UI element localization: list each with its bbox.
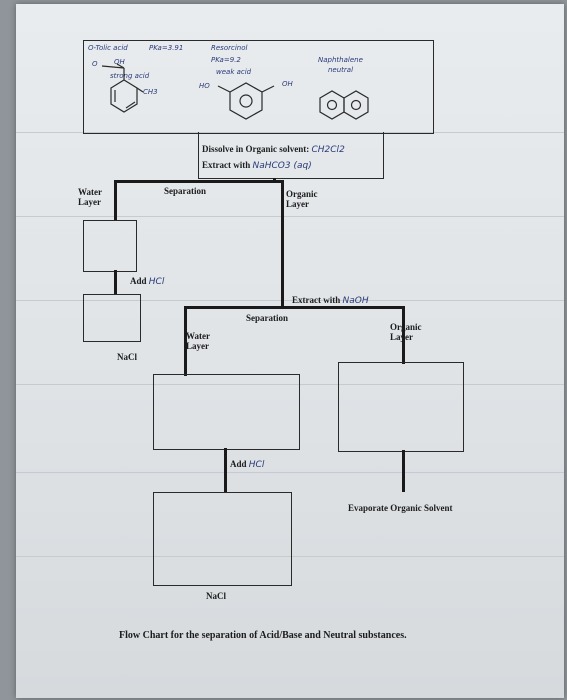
add1-step: Add HCl <box>130 276 164 287</box>
acid2-ho: HO <box>199 82 210 90</box>
acid1-o: O <box>92 60 98 68</box>
neutral-note: neutral <box>328 66 354 74</box>
extract1-label: Extract with <box>202 160 251 170</box>
extract2-label: Extract with <box>292 295 341 305</box>
connector <box>281 180 284 220</box>
separation2-label: Separation <box>246 313 289 323</box>
acid1-note: strong acid <box>110 72 150 80</box>
acid2-oh: OH <box>282 80 293 88</box>
add2-label: Add <box>230 459 247 469</box>
dissolve-box <box>198 132 384 179</box>
acid2-note: weak acid <box>216 68 252 76</box>
extract1-reagent: NaHCO3 (aq) <box>252 161 312 171</box>
bleed-line <box>16 472 564 473</box>
acid1-pka: PKa=3.91 <box>149 44 184 52</box>
connector <box>114 270 117 294</box>
connector <box>402 450 405 492</box>
connector <box>402 306 405 364</box>
water-layer1-label: Water Layer <box>78 187 102 207</box>
connector <box>281 220 284 306</box>
bleed-line <box>16 132 564 133</box>
water-layer2-box <box>153 374 300 450</box>
bleed-line <box>16 300 564 301</box>
acid2-pka: PKa=9.2 <box>211 56 241 64</box>
resorcinol-ring <box>229 82 263 120</box>
nacl1-label: NaCl <box>117 352 137 362</box>
acid1-name: O-Tolic acid <box>88 44 128 52</box>
connector <box>184 306 187 376</box>
connector <box>224 448 227 492</box>
structures-box <box>83 40 434 134</box>
acid1-ch3: CH3 <box>143 88 158 96</box>
extract1-step: Extract with NaHCO3 (aq) <box>202 160 312 171</box>
organic-layer2-label: Organic Layer <box>390 322 422 342</box>
evaporate-label: Evaporate Organic Solvent <box>348 503 453 513</box>
separation2-bar <box>184 306 404 309</box>
acid1-product-box <box>83 294 141 342</box>
extract2-step: Extract with NaOH <box>292 295 369 306</box>
water-layer2-label: Water Layer <box>186 331 210 351</box>
acid1-oh: OH <box>114 58 125 66</box>
separation1-label: Separation <box>164 186 207 196</box>
organic-layer1-label: Organic Layer <box>286 189 318 209</box>
structures-drawing <box>101 63 369 120</box>
connector <box>114 180 117 220</box>
acid2-name: Resorcinol <box>211 44 248 52</box>
add1-reagent: HCl <box>148 277 165 287</box>
naphthalene-ring-left <box>319 90 345 120</box>
worksheet-paper: O-Tolic acid PKa=3.91 O OH strong acid C… <box>16 4 564 698</box>
nacl2-label: NaCl <box>206 591 226 601</box>
bleed-line <box>16 384 564 385</box>
separation1-bar <box>114 180 284 183</box>
neutral-name: Naphthalene <box>318 56 363 64</box>
dissolve-step: Dissolve in Organic solvent: CH2Cl2 <box>202 144 345 155</box>
flowchart-caption: Flow Chart for the separation of Acid/Ba… <box>119 630 407 641</box>
acid2-product-box <box>153 492 292 586</box>
organic-layer2-box <box>338 362 464 452</box>
add2-step: Add HCl <box>230 459 264 470</box>
bleed-line <box>16 216 564 217</box>
add1-label: Add <box>130 276 147 286</box>
extract2-reagent: NaOH <box>342 296 369 306</box>
bleed-line <box>16 556 564 557</box>
water-layer1-box <box>83 220 137 272</box>
dissolve-label: Dissolve in Organic solvent: <box>202 144 310 154</box>
naphthalene-ring-right <box>343 90 369 120</box>
dissolve-solvent: CH2Cl2 <box>311 145 345 155</box>
add2-reagent: HCl <box>248 460 265 470</box>
